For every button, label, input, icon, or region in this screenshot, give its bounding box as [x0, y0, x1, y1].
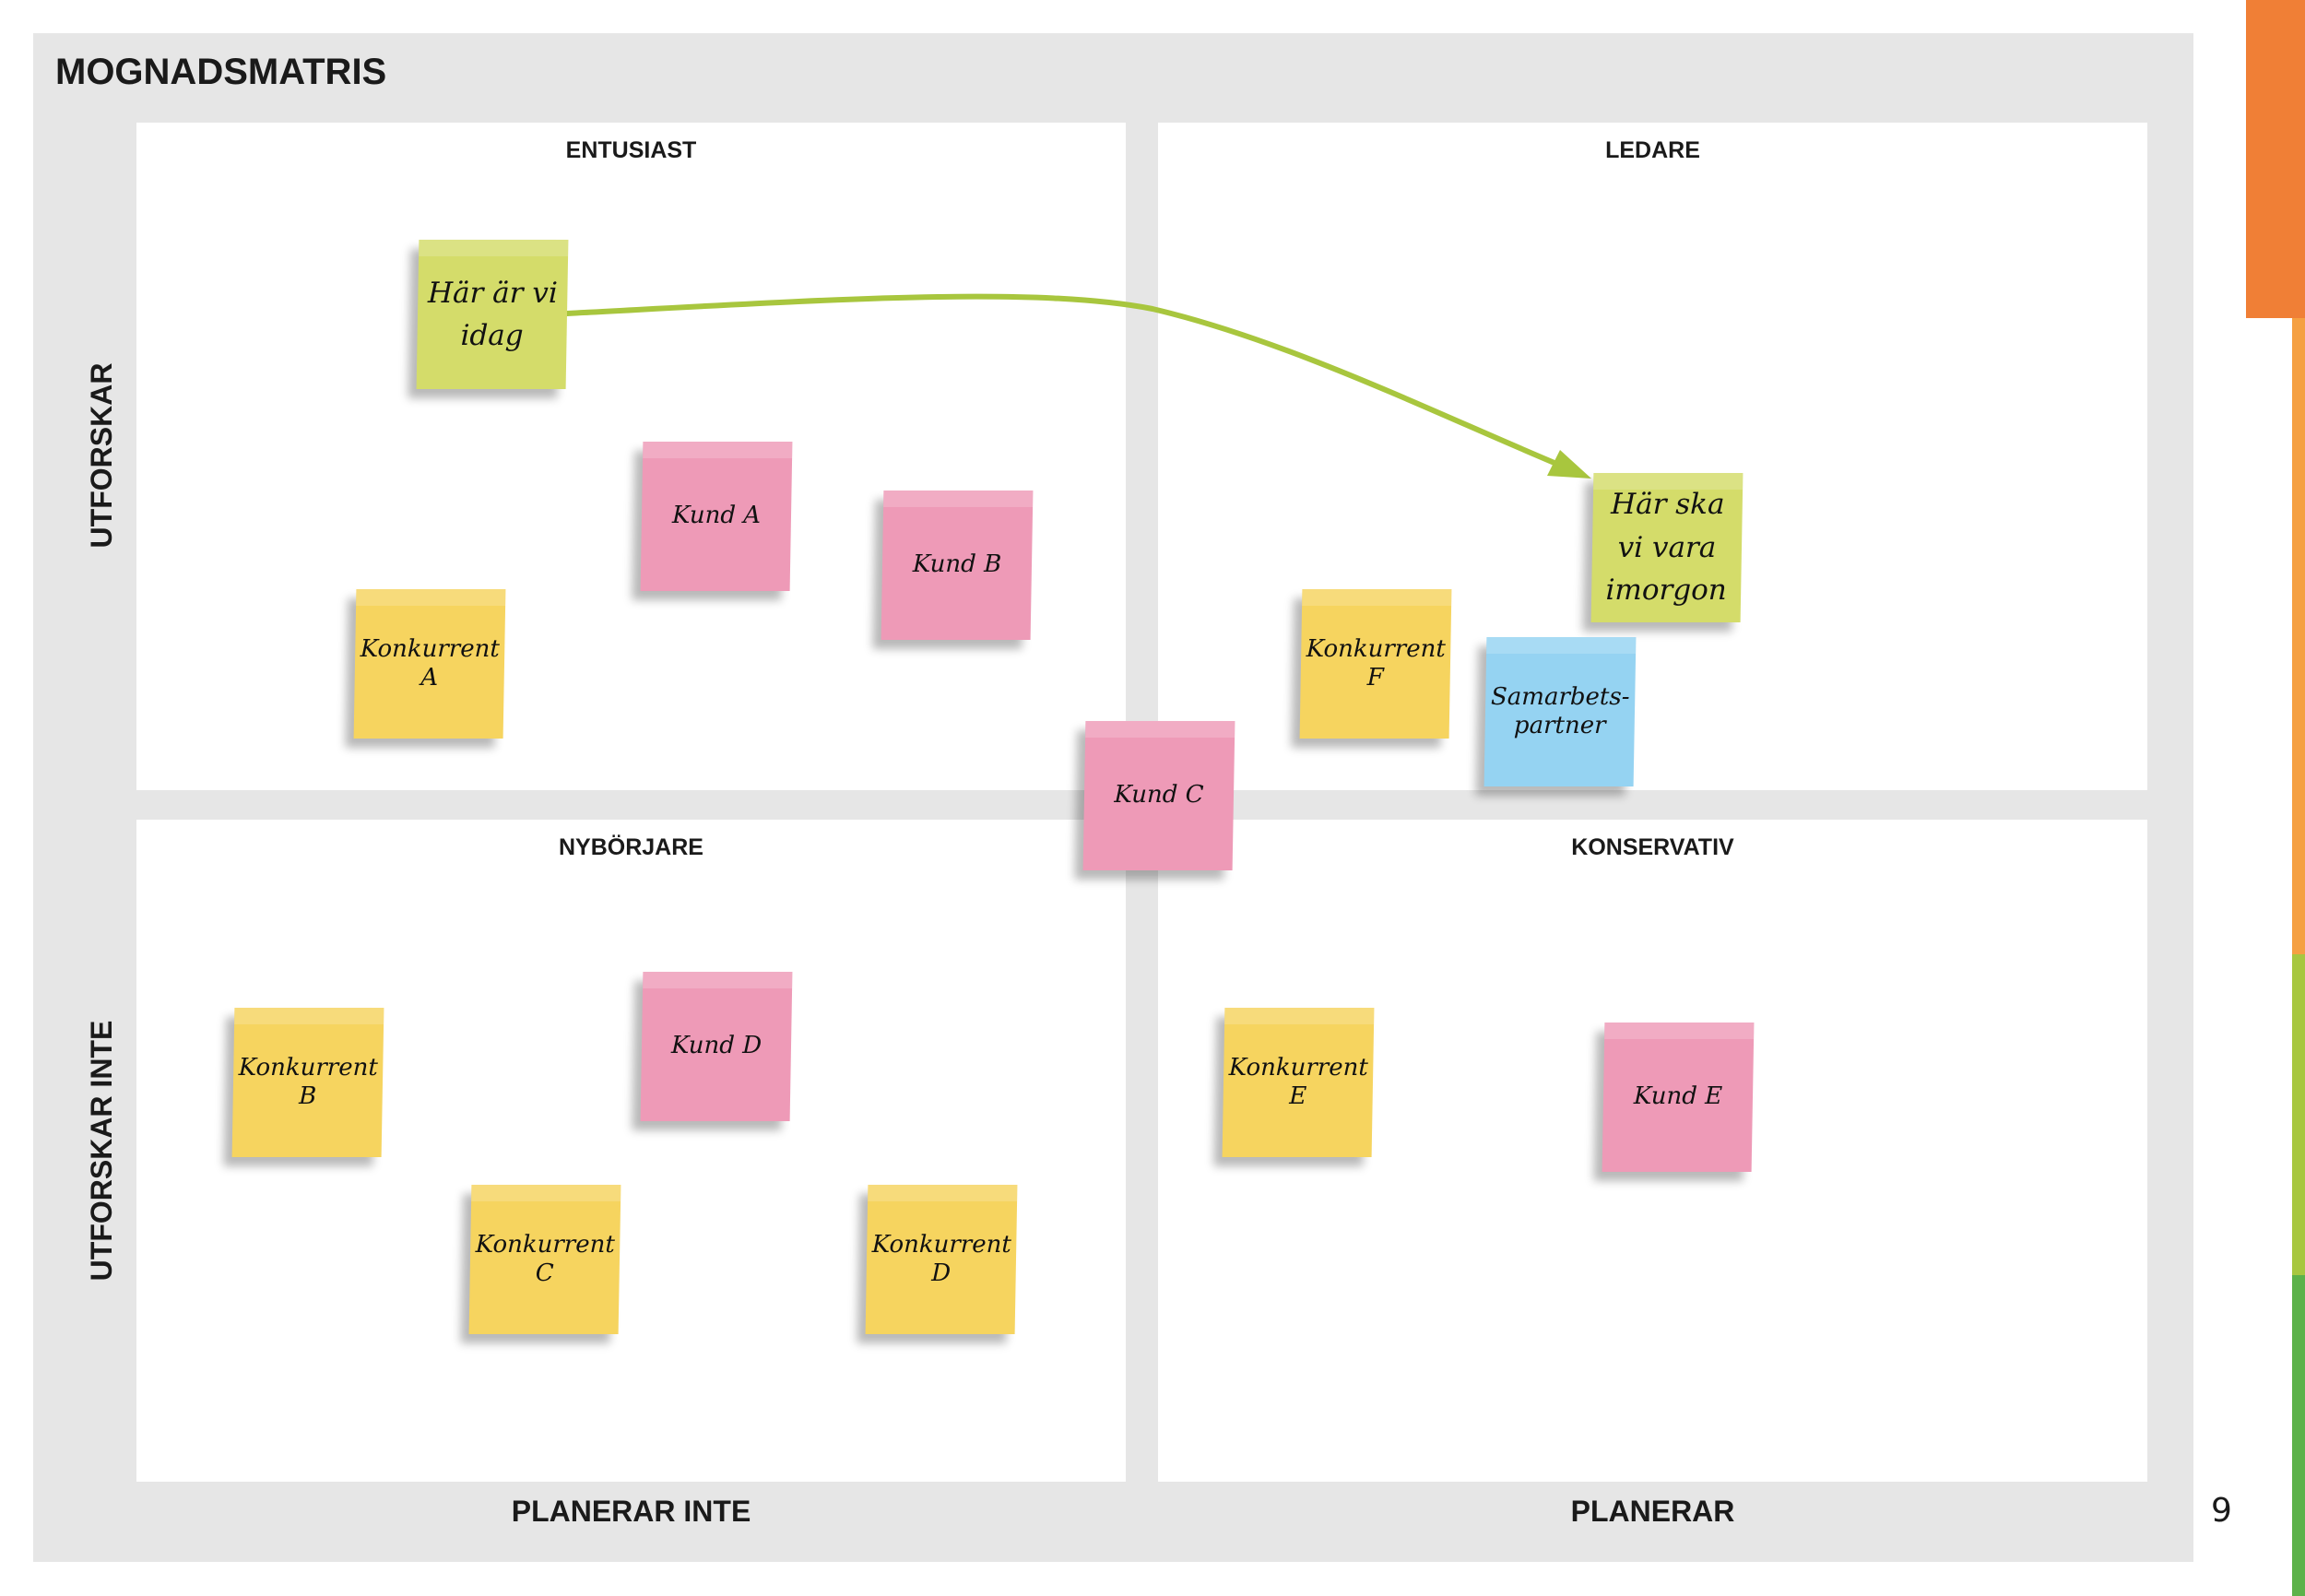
sticky-note-today[interactable]: Här är vi idag — [416, 240, 569, 389]
sticky-note-konkurrent-d[interactable]: Konkurrent D — [865, 1185, 1018, 1334]
sticky-note-kund-e[interactable]: Kund E — [1602, 1023, 1755, 1172]
note-label: Kund A — [671, 502, 762, 530]
note-label: Konkurrent C — [475, 1230, 616, 1287]
note-label: Kund D — [670, 1032, 762, 1060]
note-label: Samarbets-partner — [1490, 682, 1630, 739]
sticky-note-kund-a[interactable]: Kund A — [640, 442, 793, 591]
accent-stripe-2 — [2292, 318, 2305, 636]
sticky-note-konkurrent-b[interactable]: Konkurrent B — [231, 1008, 384, 1157]
accent-stripe-4 — [2292, 954, 2305, 1275]
sticky-note-konkurrent-c[interactable]: Konkurrent C — [468, 1185, 621, 1334]
sticky-note-konkurrent-e[interactable]: Konkurrent E — [1222, 1008, 1375, 1157]
quadrant-label-nyborjare: NYBÖRJARE — [559, 834, 703, 860]
note-label: Konkurrent E — [1228, 1053, 1369, 1110]
note-label: Här ska vi vara imorgon — [1605, 488, 1728, 608]
note-label: Konkurrent B — [238, 1053, 379, 1110]
quadrant-label-ledare: LEDARE — [1605, 137, 1700, 163]
note-label: Kund C — [1114, 781, 1204, 810]
y-axis-label-bottom: UTFORSKAR INTE — [85, 1020, 118, 1282]
x-axis-label-right: PLANERAR — [1570, 1495, 1735, 1528]
page-number: 9 — [2211, 1492, 2232, 1530]
note-label: Här är vi idag — [427, 276, 559, 353]
accent-stripe-5 — [2292, 1275, 2305, 1596]
note-label: Kund E — [1633, 1082, 1723, 1111]
sticky-note-partner[interactable]: Samarbets-partner — [1483, 637, 1637, 786]
x-axis-label-left: PLANERAR INTE — [511, 1495, 751, 1528]
quadrant-label-konservativ: KONSERVATIV — [1571, 834, 1734, 860]
sticky-note-kund-d[interactable]: Kund D — [640, 972, 793, 1121]
quadrant-entusiast: ENTUSIAST — [136, 123, 1126, 790]
note-label: Kund B — [912, 550, 1002, 579]
page-title: MOGNADSMATRIS — [55, 52, 387, 92]
sticky-note-tomorrow[interactable]: Här ska vi vara imorgon — [1590, 473, 1744, 622]
note-label: Konkurrent A — [360, 634, 501, 692]
sticky-note-konkurrent-f[interactable]: Konkurrent F — [1299, 589, 1452, 739]
sticky-note-kund-b[interactable]: Kund B — [881, 491, 1034, 640]
quadrant-label-entusiast: ENTUSIAST — [565, 137, 697, 163]
y-axis-label-top: UTFORSKAR — [85, 362, 118, 549]
sticky-note-konkurrent-a[interactable]: Konkurrent A — [353, 589, 506, 739]
accent-stripe-3 — [2292, 636, 2305, 954]
note-label: Konkurrent D — [871, 1230, 1012, 1287]
note-label: Konkurrent F — [1306, 634, 1447, 692]
accent-stripe-1 — [2246, 0, 2305, 318]
sticky-note-kund-c[interactable]: Kund C — [1082, 721, 1235, 870]
